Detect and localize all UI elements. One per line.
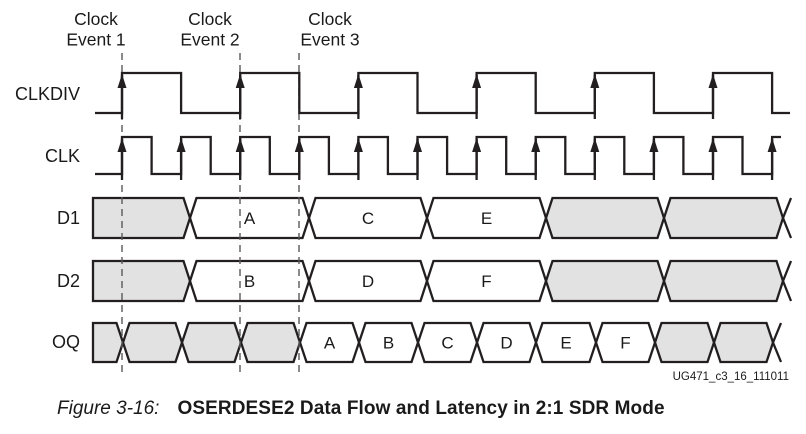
figure-caption-title: OSERDESE2 Data Flow and Latency in 2:1 S… <box>177 398 665 419</box>
bus-value-oq-b: B <box>383 334 394 353</box>
bus-value-oq-f: F <box>620 334 630 353</box>
rising-edge-arrowhead <box>176 138 186 152</box>
signal-label-clkdiv: CLKDIV <box>15 84 80 104</box>
bus-segment-unknown <box>662 259 785 303</box>
clkdiv-waveform <box>95 71 790 115</box>
rising-edge-arrowhead <box>353 138 363 152</box>
rising-edge-arrowhead <box>235 138 245 152</box>
rising-edge-arrowhead <box>590 74 600 88</box>
clock-event-1-label-line1: Clock <box>74 9 118 29</box>
bus-segment-unknown <box>544 259 666 303</box>
rising-edge-arrowhead <box>472 138 482 152</box>
clock-event-2-label-line1: Clock <box>188 9 232 29</box>
clock-event-3-label-line2: Event 3 <box>300 30 359 50</box>
bus-segment-unknown <box>662 196 785 240</box>
bus-open-end <box>781 260 793 302</box>
bus-value-d2-d: D <box>362 272 374 291</box>
rising-edge-arrowhead <box>472 74 482 88</box>
bus-value-d1-e: E <box>481 209 492 228</box>
bus-value-oq-d: D <box>500 334 512 353</box>
bus-segment-unknown <box>712 321 775 364</box>
bus-segment-unknown <box>121 321 184 364</box>
rising-edge-arrowhead <box>708 138 718 152</box>
bus-value-oq-c: C <box>441 334 453 353</box>
rising-edge-arrowhead <box>590 138 600 152</box>
clock-event-2-label-line2: Event 2 <box>180 30 239 50</box>
signal-label-clk: CLK <box>45 146 80 166</box>
figure-caption: Figure 3-16: OSERDESE2 Data Flow and Lat… <box>57 398 665 420</box>
signal-label-oq: OQ <box>52 332 80 352</box>
rising-edge-arrowhead <box>649 138 659 152</box>
clk-waveform <box>95 135 781 176</box>
bus-open-end <box>771 322 783 363</box>
rising-edge-arrowhead <box>413 138 422 152</box>
bus-segment-unknown <box>653 321 716 364</box>
bus-value-oq-e: E <box>560 334 571 353</box>
rising-edge-arrowhead <box>117 138 127 152</box>
figure-caption-label: Figure 3-16: <box>57 398 160 419</box>
clock-event-3-label-line1: Clock <box>308 9 352 29</box>
bus-value-d2-f: F <box>481 272 491 291</box>
signal-label-d1: D1 <box>57 208 80 228</box>
rising-edge-arrowhead <box>117 74 127 88</box>
rising-edge-arrowhead <box>708 74 718 88</box>
rising-edge-arrowhead <box>353 74 363 88</box>
rising-edge-arrowhead <box>235 74 245 88</box>
rising-edge-arrowhead <box>294 138 304 152</box>
signal-label-d2: D2 <box>57 271 80 291</box>
bus-open-end <box>781 197 793 239</box>
bus-value-d2-b: B <box>244 272 255 291</box>
watermark-text: UG471_c3_16_111011 <box>673 371 789 383</box>
rising-edge-arrowhead <box>531 138 541 152</box>
rising-edge-arrowhead <box>767 138 777 152</box>
clock-event-1-label-line2: Event 1 <box>66 30 125 50</box>
bus-segment-unknown <box>239 321 302 364</box>
bus-segment-unknown <box>91 196 192 240</box>
bus-segment-unknown <box>91 321 125 364</box>
bus-value-oq-a: A <box>324 334 336 353</box>
bus-value-d1-a: A <box>244 209 256 228</box>
bus-segment-unknown <box>180 321 243 364</box>
bus-value-d1-c: C <box>362 209 374 228</box>
bus-segment-unknown <box>91 259 192 303</box>
bus-segment-unknown <box>544 196 666 240</box>
